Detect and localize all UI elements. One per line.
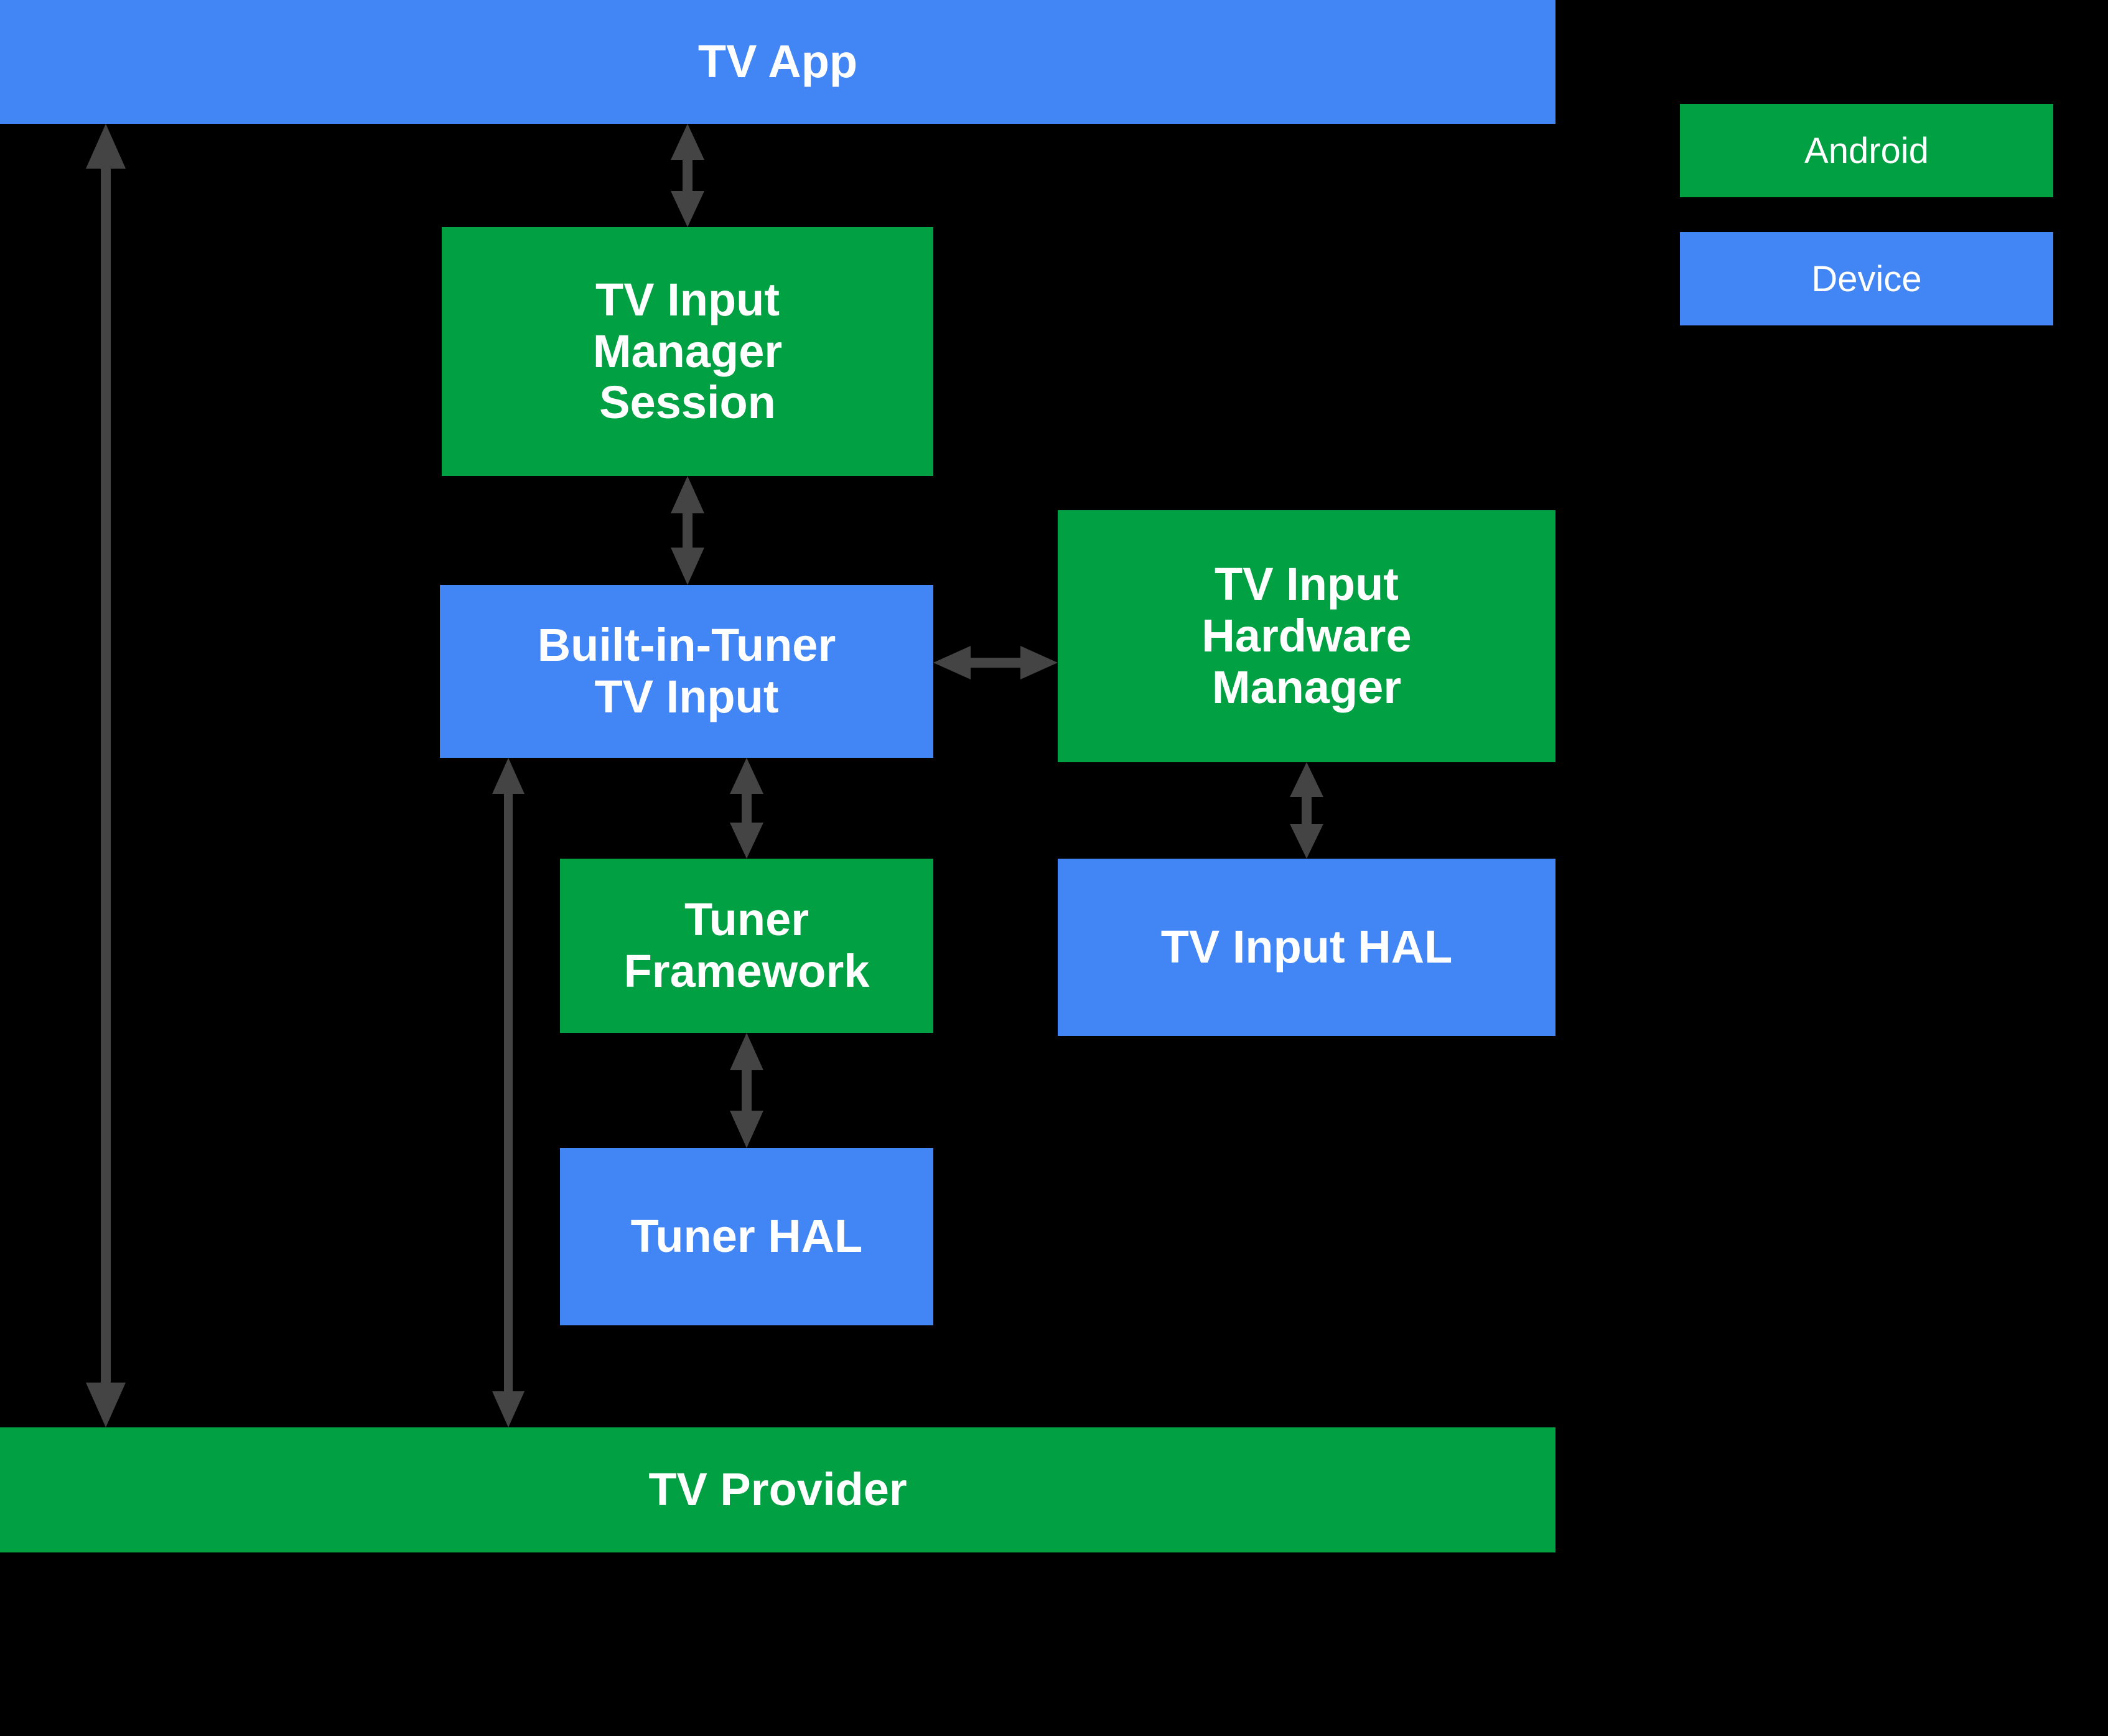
node-tuner-framework[interactable]: Tuner Framework (560, 859, 933, 1033)
node-tv-input-hardware-manager[interactable]: TV Input Hardware Manager (1058, 510, 1555, 762)
legend-item-android: Android (1680, 104, 2053, 197)
arrow-tv-app-to-tv-provider (81, 124, 131, 1427)
arrow-builtin-tuner-to-tv-provider (488, 758, 528, 1427)
legend-item-device: Device (1680, 232, 2053, 325)
node-tuner-hal[interactable]: Tuner HAL (560, 1148, 933, 1325)
node-tv-input-hal[interactable]: TV Input HAL (1058, 859, 1555, 1036)
arrow-tv-app-to-tv-input-manager-session (666, 124, 709, 227)
node-tv-input-manager-session[interactable]: TV Input Manager Session (442, 227, 933, 476)
arrow-tuner-framework-to-tuner-hal (725, 1033, 768, 1148)
arrow-builtin-tuner-to-tuner-framework (725, 758, 768, 859)
arrow-tv-input-hardware-manager-to-tv-input-hal (1285, 762, 1328, 859)
node-tv-app[interactable]: TV App (0, 0, 1555, 124)
legend: Android Device (1680, 104, 2053, 325)
node-tv-provider[interactable]: TV Provider (0, 1427, 1555, 1552)
node-builtin-tuner-tv-input[interactable]: Built-in-Tuner TV Input (440, 585, 933, 758)
arrow-tv-input-manager-session-to-builtin-tuner (666, 476, 709, 585)
arrow-builtin-tuner-to-tv-input-hardware-manager (933, 641, 1058, 684)
